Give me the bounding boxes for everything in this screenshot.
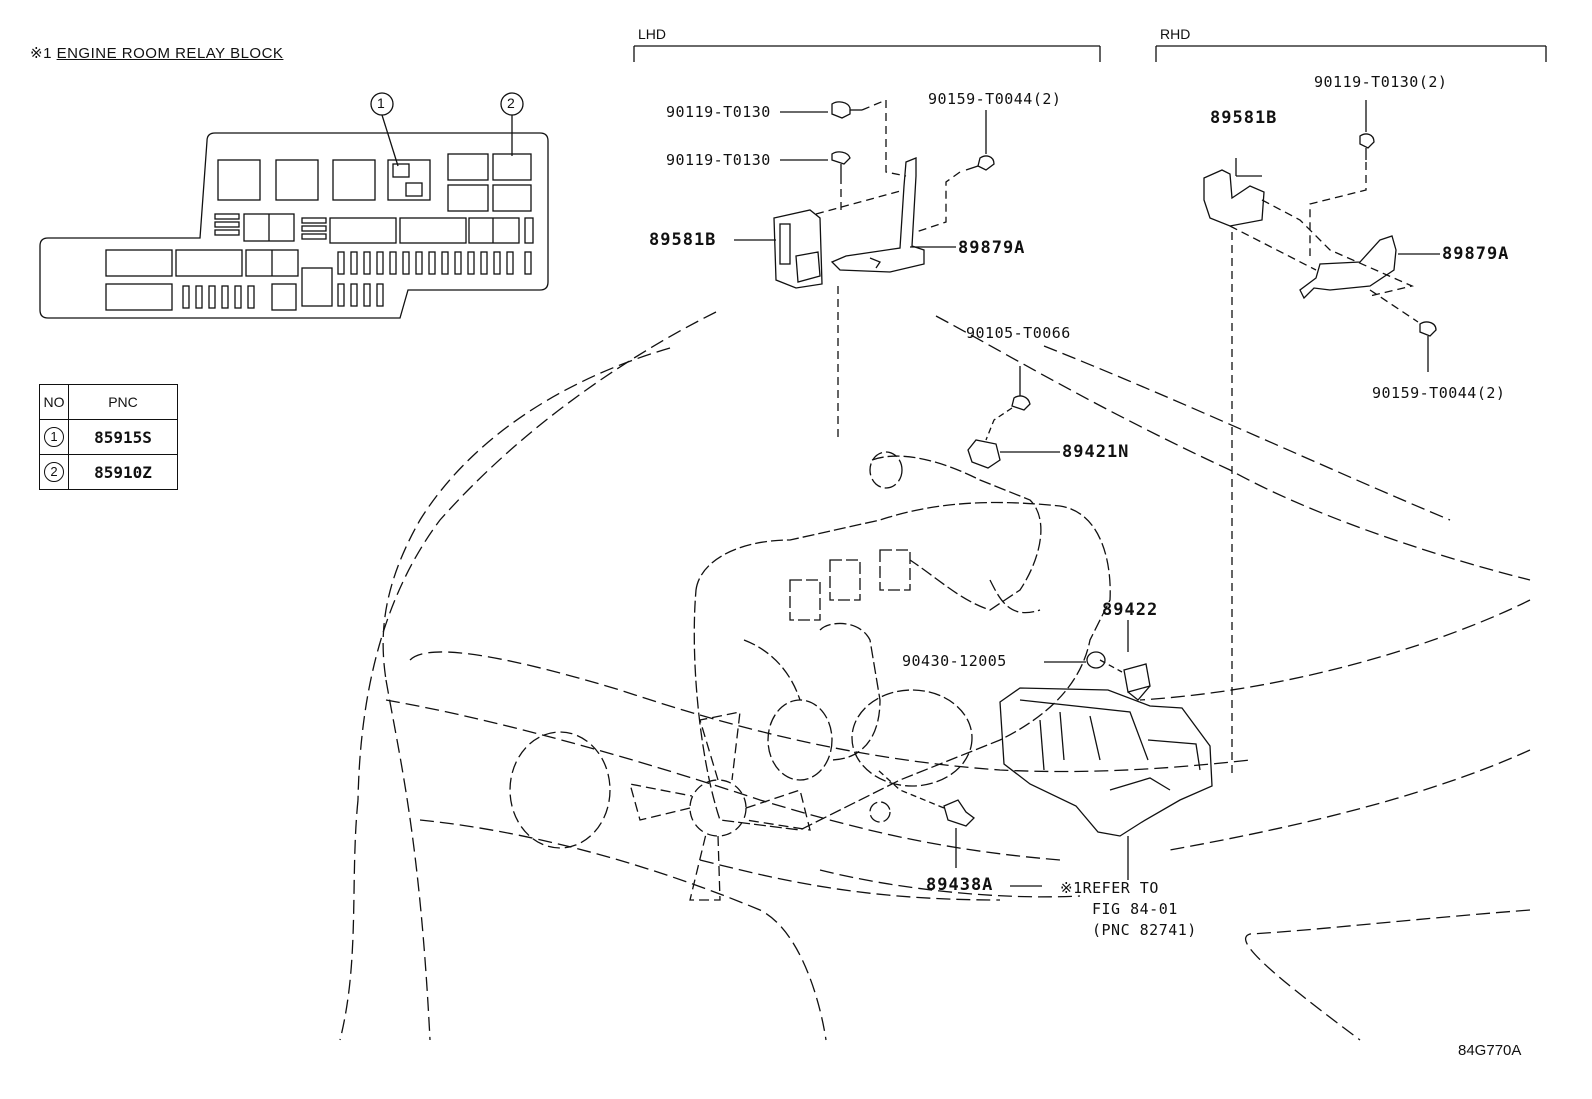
- engine-assembly: [693, 451, 1111, 831]
- cooling-fan: [629, 711, 811, 901]
- callout-2: 2: [507, 95, 515, 111]
- relay-block-outline: [39, 92, 549, 319]
- fuse-row-lower: [182, 283, 384, 309]
- lhd-bracket-line: [633, 45, 1101, 62]
- sensor-89438a-group: [877, 769, 1129, 887]
- part-label-90119-upper: 90119-T0130: [666, 103, 771, 121]
- rhd-bracket-line: [1155, 45, 1547, 62]
- section-label-rhd: RHD: [1160, 26, 1191, 42]
- pnc-table-header: NO PNC: [39, 384, 178, 420]
- lhd-bracket-89879a: [830, 157, 925, 273]
- rhd-bracket-89879a: [1299, 235, 1440, 300]
- row-number-badge: 1: [44, 427, 64, 447]
- pnc-table-header-pnc: PNC: [68, 384, 178, 420]
- fuse-row-upper: [337, 251, 532, 275]
- pnc-table-header-no: NO: [39, 384, 69, 420]
- table-row: 1 85915S: [39, 419, 178, 455]
- row-pnc-value: 85915S: [68, 419, 178, 455]
- vehicle-body-outline: [339, 311, 1531, 1041]
- part-label-89879a-lhd: 89879A: [958, 238, 1026, 258]
- sensor-89421n-group: [967, 366, 1060, 469]
- rhd-sensor-89581b: [1203, 158, 1265, 227]
- lhd-bolts: [831, 101, 995, 176]
- part-label-90159-rhd: 90159-T0044(2): [1372, 384, 1506, 402]
- part-label-89581b-lhd: 89581B: [649, 230, 717, 250]
- relay-block-title: ※1 ENGINE ROOM RELAY BLOCK: [30, 44, 283, 62]
- part-label-90119-lower: 90119-T0130: [666, 151, 771, 169]
- part-label-89438a: 89438A: [926, 875, 994, 895]
- part-label-89879a-rhd: 89879A: [1442, 244, 1510, 264]
- reference-note-line3: (PNC 82741): [1092, 921, 1197, 939]
- relay-block-title-prefix: ※1: [30, 45, 52, 62]
- part-label-89581b-rhd: 89581B: [1210, 108, 1278, 128]
- section-label-lhd: LHD: [638, 26, 667, 42]
- reference-note: ※1REFER TO FIG 84-01 (PNC 82741): [1060, 878, 1197, 941]
- table-row: 2 85910Z: [39, 454, 178, 490]
- relay-block-title-text: ENGINE ROOM RELAY BLOCK: [56, 45, 284, 62]
- callout-1: 1: [377, 95, 385, 111]
- reference-note-line1: REFER TO: [1082, 879, 1159, 897]
- part-label-90119-rhd: 90119-T0130(2): [1314, 73, 1448, 91]
- rhd-dashed-guides: [1229, 162, 1419, 776]
- figure-id: 84G770A: [1458, 1042, 1522, 1059]
- row-pnc-value: 85910Z: [68, 454, 178, 490]
- pnc-table: NO PNC 1 85915S 2 85910Z: [39, 384, 178, 490]
- sensor-89422-group: [1044, 620, 1151, 701]
- part-label-90430: 90430-12005: [902, 652, 1007, 670]
- lhd-sensor-89581b: [773, 209, 823, 289]
- headlight: [509, 731, 611, 849]
- lhd-leader-lines: [734, 110, 987, 248]
- reference-note-line2: FIG 84-01: [1092, 900, 1178, 918]
- lhd-dashed-guides: [815, 99, 961, 440]
- row-number-badge: 2: [44, 462, 64, 482]
- part-label-90105: 90105-T0066: [966, 324, 1071, 342]
- rhd-bolts: [1359, 100, 1437, 372]
- reference-note-prefix: ※1: [1060, 879, 1083, 897]
- part-label-89422: 89422: [1102, 600, 1159, 620]
- part-label-90159-lhd: 90159-T0044(2): [928, 90, 1062, 108]
- part-label-89421n: 89421N: [1062, 442, 1130, 462]
- engine-relay-block: [999, 687, 1213, 837]
